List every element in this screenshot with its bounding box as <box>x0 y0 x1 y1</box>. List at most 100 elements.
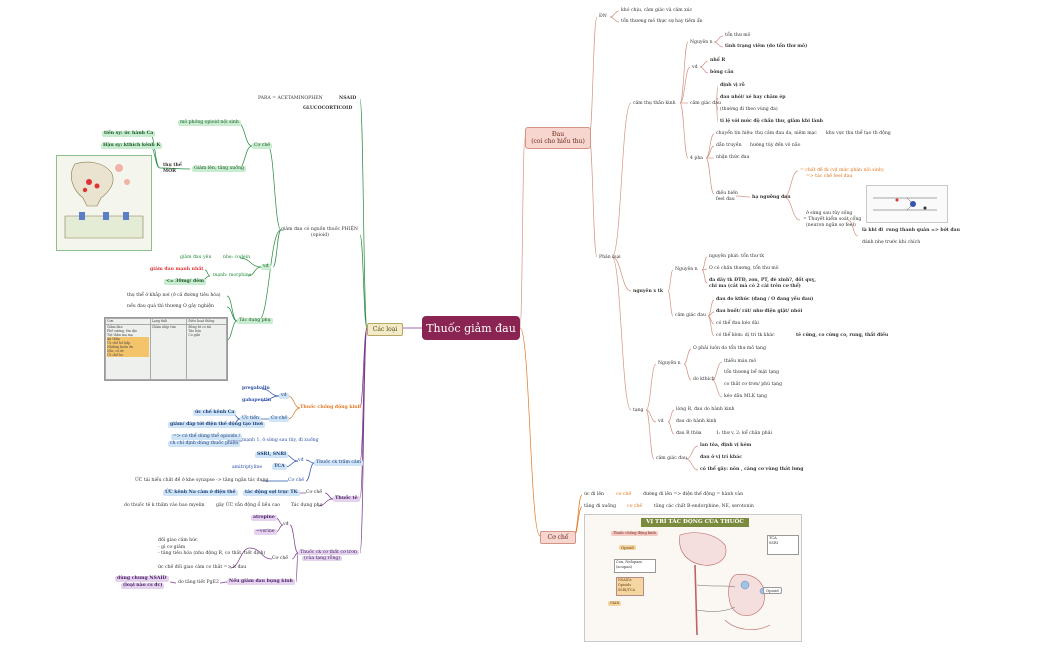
node-nsaid[interactable]: NSAID <box>339 96 357 101</box>
node-co-the-gay[interactable]: có thể gây: nôn , căng cơ vùng thắt lưng <box>700 467 804 472</box>
node-thuoc-phien[interactable]: giảm đau có nguồn thuốc PHIỆN <box>281 227 358 232</box>
node-nhe-codein[interactable]: nhẹ: codein <box>223 255 251 260</box>
node-uc-tai-thu[interactable]: ỨC tái hiểu chất đề ở khe synapse -> tăn… <box>135 478 269 483</box>
node-vd[interactable]: vd <box>692 65 698 70</box>
node-dau-r-thua[interactable]: đau R thừa <box>676 431 702 436</box>
node-do-tang-pge2[interactable]: do tăng tiết PgE2 <box>178 580 219 585</box>
node-atropine[interactable]: atropine <box>251 515 277 521</box>
node-thuong[interactable]: (thường đi theo vùng đa) <box>720 107 778 112</box>
node-loai-nao[interactable]: (loại nào cs đc) <box>121 583 165 589</box>
node-thieu-mau[interactable]: thiếu máu mô <box>724 359 757 364</box>
node-gabapentin[interactable]: gabapentin <box>242 398 272 403</box>
node-dau-o-kthuc[interactable]: đau đo kthức (đang / O đang yếu đau) <box>716 297 814 302</box>
node-cam-giac-dau-3[interactable]: cảm giác đau <box>656 456 687 461</box>
node-rung[interactable]: rung thanh quản => bớt đau <box>886 228 960 233</box>
node-dau-hanh-kinh[interactable]: đau do hành kinh <box>676 419 717 424</box>
node-giam-dap[interactable]: giảm/ đáp tới điện thế động tạo thời <box>168 422 265 428</box>
node-neu-dau[interactable]: nếu đau quá thì thương O gây nghiện <box>127 304 214 309</box>
node-danh-nha[interactable]: đánh nhẹ trước khi chích <box>862 240 921 245</box>
node-co-that-co-tron[interactable]: Thuốc ck cơ thất cơ trơn <box>298 550 359 555</box>
node-dau-day[interactable]: đa dây tk ĐTĐ, zon, PT, đè xinh?, đốt qu… <box>709 278 817 283</box>
node-gi-co-giam[interactable]: - gì cơ giảm <box>158 545 186 550</box>
node-ssri[interactable]: SSRI, SNRI <box>255 452 289 458</box>
node-duong-di[interactable]: đường đi lên => điện thế động = hành vàn <box>643 492 744 497</box>
node-co-that[interactable]: co thắt cơ trơn/ phù tạng <box>724 382 783 387</box>
node-neu-giam-bung-kinh[interactable]: Nếu giảm đau bụng kinh <box>227 579 295 585</box>
node-ton-thuong-tang[interactable]: tổn thương bể mặt tạng <box>724 370 780 375</box>
node-phan-loai[interactable]: Phân loại <box>599 255 621 260</box>
node-te-cung[interactable]: tê cứng, co cứng co, rung, thất điều <box>796 333 889 338</box>
node-vd-co-tron[interactable]: vđ <box>283 522 289 527</box>
node-dn[interactable]: ĐN <box>599 14 607 19</box>
node-dinh-vi[interactable]: định vị rõ <box>720 83 745 88</box>
node-bong-can[interactable]: bỏng cần <box>710 70 734 75</box>
node-vd-chong-dk[interactable]: vđ <box>279 393 289 399</box>
node-do-kthich[interactable]: do kthích <box>693 377 715 382</box>
node-para[interactable]: PARA = ACETAMINOPHEN <box>258 96 323 101</box>
node-pregabalin[interactable]: pregabalin <box>242 386 270 391</box>
node-doi-giao-cam[interactable]: đối giao cảm hức <box>158 538 198 543</box>
node-cam-giac-dau[interactable]: cảm giác đau <box>690 101 721 106</box>
node-feel-dau[interactable]: feel đau <box>716 197 735 202</box>
node-ti-le[interactable]: tỉ lệ với mức độ chấn thư, giảm khi lành <box>720 119 823 124</box>
node-thuyet-kiem[interactable]: = Thuyết kiểm soát cổng <box>803 217 862 222</box>
node-giam-dau-manh[interactable]: giảm đau mạnh nhất <box>150 267 204 272</box>
node-o-phai[interactable]: O phải luôn do tổn thư mô tạng <box>693 346 766 351</box>
node-nhan-thuc[interactable]: nhận thức đau <box>716 155 750 160</box>
node-tac-dong-soi[interactable]: tác động sợi trục TK <box>243 490 300 496</box>
node-keo-dan[interactable]: kéo dãn MLK tạng <box>724 394 767 399</box>
node-thu-the-khap[interactable]: thụ thể ở khắp nơi (ở cả đường tiêu hóa) <box>127 293 221 298</box>
node-co-che-co-tron[interactable]: Cơ chế <box>272 556 289 561</box>
node-thuoc-te[interactable]: Thuốc tê <box>333 496 360 502</box>
node-uc-di-len[interactable]: ức đi lên <box>584 492 605 497</box>
node-cam-giac-dau-2[interactable]: cảm giác đau <box>675 313 706 318</box>
node-dan-truyen[interactable]: dẫn truyền <box>716 143 742 148</box>
node-nguyen-n-tang[interactable]: Nguyên n <box>658 361 681 366</box>
node-verine[interactable]: ~verine <box>254 529 277 535</box>
node-thu-v[interactable]: 1: thư v, 2: kể chân phải <box>716 431 772 436</box>
node-cua-tang[interactable]: (của tạng rỗng) <box>302 556 343 561</box>
node-khu-vuc[interactable]: khu vực thu thể tạo th động <box>826 131 891 136</box>
node-co-the-dau[interactable]: có thể đau kéo dài <box>716 321 759 326</box>
node-tac-dung-phu-te[interactable]: Tác dụng phụ <box>291 503 323 508</box>
node-uc-che-ca[interactable]: ức chế kênh Ca <box>193 410 237 416</box>
node-amitriptyline[interactable]: amitriptyline <box>232 465 263 470</box>
node-la-khi[interactable]: là khi đi <box>862 228 884 233</box>
node-long-r[interactable]: lòng R, đau do hành kinh <box>676 407 735 412</box>
node-dieu-bien[interactable]: điều biến <box>716 191 738 196</box>
node-hau-sy[interactable]: Hậu sy: kthích kênh K <box>101 143 163 149</box>
node-ton-thuong-mo[interactable]: tổn thư mô <box>725 33 751 38</box>
branch-dau[interactable]: Đau (coi cho hiểu thu) <box>525 127 591 149</box>
node-co-che-opioid[interactable]: Cơ chế <box>252 143 273 149</box>
node-dung-chung[interactable]: dùng chung NSAID <box>115 576 169 582</box>
node-gay-uc[interactable]: gây ỨC vẫn động ổ liều cao <box>216 503 281 508</box>
node-glucocorticoid[interactable]: GLUCOCORTICOID <box>303 106 353 111</box>
node-o-co-chan[interactable]: O có chấn thương, tổn thư mô <box>709 266 779 271</box>
node-tang-cac[interactable]: tăng các chất B-endorphine, NE, serotoni… <box>654 504 754 509</box>
node-opioid[interactable]: (opioid) <box>311 233 329 238</box>
node-uc-kenh-na[interactable]: ỨC kênh Na cảm ở điện thế <box>163 490 238 496</box>
node-chat-de[interactable]: = chất đề tk (vd mức phản nội sinh) <box>800 168 884 173</box>
node-mor[interactable]: MOR <box>163 169 176 174</box>
node-co-the-dung[interactable]: => có thể dùng thể opioids / <box>171 434 243 440</box>
node-neuron[interactable]: (neuron ngăn sợ feel) <box>806 223 856 228</box>
node-4-pha[interactable]: 4 pha <box>690 156 704 161</box>
node-cam-tk[interactable]: cảm thụ thần kinh <box>633 101 676 106</box>
node-tang-tieu-hoa[interactable]: - tăng tiêu hóa (nhu động R, co thắt, ti… <box>158 551 266 556</box>
node-lan-toa[interactable]: lan tỏa, định vị kém <box>700 443 752 448</box>
node-co-che-chong-dk[interactable]: Cơ chế <box>269 416 290 422</box>
node-co-che-1[interactable]: cơ chế <box>616 492 632 497</box>
node-giam-dau-yeu[interactable]: giảm đau yếu <box>180 255 212 260</box>
node-ch-chi-dinh[interactable]: ch chỉ định dùng thuốc phiện <box>168 441 241 447</box>
node-nho-r[interactable]: nhổ R <box>710 58 726 63</box>
node-co-che-2[interactable]: cơ chế <box>627 504 643 509</box>
node-co-che-te[interactable]: Cơ chế <box>306 490 323 495</box>
node-co-che-tram-cam[interactable]: Cơ chế <box>288 478 305 483</box>
node-vd-tang[interactable]: vd <box>658 419 664 424</box>
node-nguyen-x-tk[interactable]: nguyên x tk <box>633 289 664 294</box>
node-dau-o-vi-tri[interactable]: đau ở vị trí khác <box>700 455 742 460</box>
node-chi-ma[interactable]: chi ma (cắt mà có 2 cái trên cơ thể) <box>709 284 801 289</box>
node-chong-dong-kinh[interactable]: Thuốc chống động kinh <box>300 405 361 410</box>
node-manh-l[interactable]: mạnh 1, ở sừng sau tủy, đi xuống <box>242 438 319 443</box>
node-dau-buot[interactable]: đau buốt/ rát/ như điện giật/ nhói <box>716 309 803 314</box>
